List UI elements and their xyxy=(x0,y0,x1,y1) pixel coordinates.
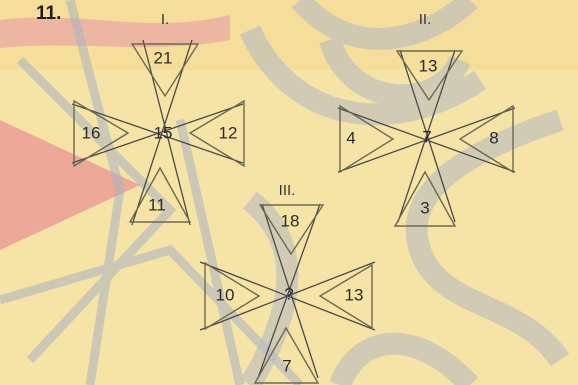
figure-2-top-value: 13 xyxy=(419,56,438,75)
figure-3-bottom-value: 7 xyxy=(282,356,291,375)
figure-1-label: I. xyxy=(161,11,169,28)
figure-3-right-value: 13 xyxy=(345,285,364,304)
figure-1-center-value: 15 xyxy=(154,123,173,142)
figure-2-right-value: 8 xyxy=(489,128,498,147)
figure-3-label: III. xyxy=(279,182,296,199)
figure-3-top-value: 18 xyxy=(281,211,300,230)
figure-3-center-value: ? xyxy=(284,284,293,303)
question-number: 11. xyxy=(36,3,61,24)
figure-1-right-value: 12 xyxy=(219,123,238,142)
figure-3-left-value: 10 xyxy=(216,285,235,304)
figure-2: II. 13 4 7 8 3 xyxy=(338,11,515,226)
figure-1-left-value: 16 xyxy=(82,123,101,142)
figure-2-center-value: 7 xyxy=(422,127,431,146)
figure-2-bottom-value: 3 xyxy=(420,198,429,217)
figure-2-left-value: 4 xyxy=(346,128,355,147)
figure-1-top-value: 21 xyxy=(154,48,173,67)
figure-3: III. 18 10 ? 13 7 xyxy=(200,182,375,383)
figure-1: I. 21 16 15 12 11 xyxy=(72,11,244,225)
figure-2-label: II. xyxy=(419,11,432,28)
figure-1-bottom-value: 11 xyxy=(148,195,166,214)
